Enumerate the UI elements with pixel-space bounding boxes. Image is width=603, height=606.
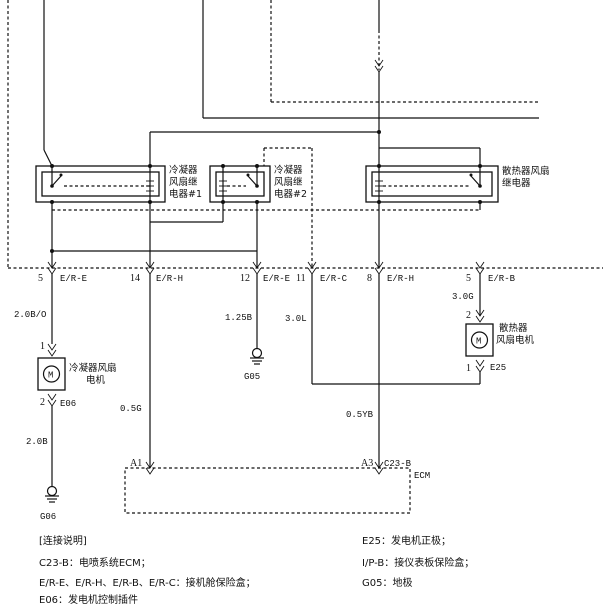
condenser-fan-relay-2: 冷凝器 风扇继 电器#2	[209, 164, 307, 204]
connector-chevrons	[47, 261, 485, 275]
relay-2-label-line-3: 电器#2	[274, 188, 307, 200]
radiator-fan-motor-branch: 3.0G 2 M 散热器 风扇电机 1 E25	[452, 274, 535, 384]
pin-5-right-code: E/R-B	[488, 274, 516, 284]
condenser-fan-motor-branch: 2.0B/O 1 M 冷凝器风扇 电机 2 E06 2.0B	[14, 274, 117, 487]
ecm-connector-code: C23-B	[384, 459, 412, 469]
pin-5-right: 5	[466, 273, 471, 284]
radiator-relay-label-line-2: 继电器	[502, 177, 531, 189]
pin-11: 11	[296, 273, 306, 284]
wire-20bo-label: 2.0B/O	[14, 310, 46, 320]
ground-g06-label: G06	[40, 512, 56, 522]
ground-g06: G06	[40, 485, 59, 522]
pin-12-code: E/R-E	[263, 274, 290, 284]
relay-2-label-line-1: 冷凝器	[274, 164, 303, 176]
radiator-motor-label-line-2: 风扇电机	[496, 334, 535, 346]
radiator-motor-pin-bottom: 1	[466, 363, 471, 374]
relay-2-label-line-2: 风扇继	[274, 176, 303, 188]
radiator-relay-label-line-1: 散热器风扇	[502, 165, 550, 177]
condenser-motor-pin-top: 1	[40, 341, 45, 352]
wire-pin14-to-ecm: 0.5G	[120, 274, 151, 468]
ecm-pin-a3: A3	[361, 458, 373, 469]
pin-11-code: E/R-C	[320, 274, 348, 284]
pin-5-left: 5	[38, 273, 43, 284]
wire-pin11-to-radiator-motor: 3.0L	[285, 274, 480, 385]
wire-125b-label: 1.25B	[225, 313, 253, 323]
wire-20b-label: 2.0B	[26, 437, 48, 447]
wire-30g-label: 3.0G	[452, 292, 474, 302]
wire-pin8-to-ecm: 0.5YB	[346, 274, 380, 468]
condenser-motor-label-line-2: 电机	[86, 374, 106, 386]
ecm-pin-a1: A1	[130, 458, 142, 469]
radiator-motor-pin-top: 2	[466, 310, 471, 321]
connector-labels: 5 E/R-E 14 E/R-H 12 E/R-E 11 E/R-C 8 E/R…	[38, 273, 516, 284]
condenser-motor-code: E06	[60, 399, 76, 409]
radiator-motor-code: E25	[490, 363, 506, 373]
pin-14-code: E/R-H	[156, 274, 183, 284]
radiator-fan-relay: 散热器风扇 继电器	[365, 164, 550, 204]
pin-12: 12	[240, 273, 250, 284]
legend-item-ipb: I/P-B：接仪表板保险盒；	[362, 558, 475, 569]
relay-1-label-line-1: 冷凝器	[169, 164, 198, 176]
ecm-module: A1 A3 C23-B ECM	[124, 458, 430, 514]
relay-1-label-line-3: 电器#1	[169, 188, 202, 200]
condenser-fan-relay-1: 冷凝器 风扇继 电器#1	[35, 164, 202, 210]
pin-5-left-code: E/R-E	[60, 274, 87, 284]
radiator-motor-symbol: M	[476, 337, 481, 347]
legend-item-e25: E25：发电机正极；	[362, 536, 452, 547]
legend-title: [连接说明]	[39, 536, 87, 547]
legend-item-g05: G05：地极	[362, 578, 413, 589]
pin-8: 8	[367, 273, 372, 284]
legend-item-e06: E06：发电机控制插件	[39, 595, 139, 606]
pin-14: 14	[130, 273, 140, 284]
wire-05yb-label: 0.5YB	[346, 410, 374, 420]
legend-item-er: E/R-E、E/R-H、E/R-B、E/R-C：接机舱保险盒；	[39, 578, 256, 589]
condenser-motor-label-line-1: 冷凝器风扇	[69, 362, 117, 374]
relay-1-label-line-2: 风扇继	[169, 176, 198, 188]
top-wiring	[7, 0, 603, 269]
pin-8-code: E/R-H	[387, 274, 414, 284]
legend-item-c23b: C23-B：电喷系统ECM；	[39, 558, 151, 569]
ecm-name: ECM	[414, 471, 430, 481]
condenser-motor-pin-bottom: 2	[40, 397, 45, 408]
condenser-motor-symbol: M	[48, 371, 53, 381]
wire-pin12-to-g05: 1.25B G05	[225, 274, 264, 382]
ground-g05-label: G05	[244, 372, 260, 382]
condenser-motor-icon	[42, 365, 61, 383]
wire-05g-label: 0.5G	[120, 404, 142, 414]
wire-30l-label: 3.0L	[285, 314, 307, 324]
relay-interconnects	[50, 130, 481, 268]
radiator-motor-icon	[470, 331, 489, 349]
radiator-motor-label-line-1: 散热器	[499, 322, 528, 334]
